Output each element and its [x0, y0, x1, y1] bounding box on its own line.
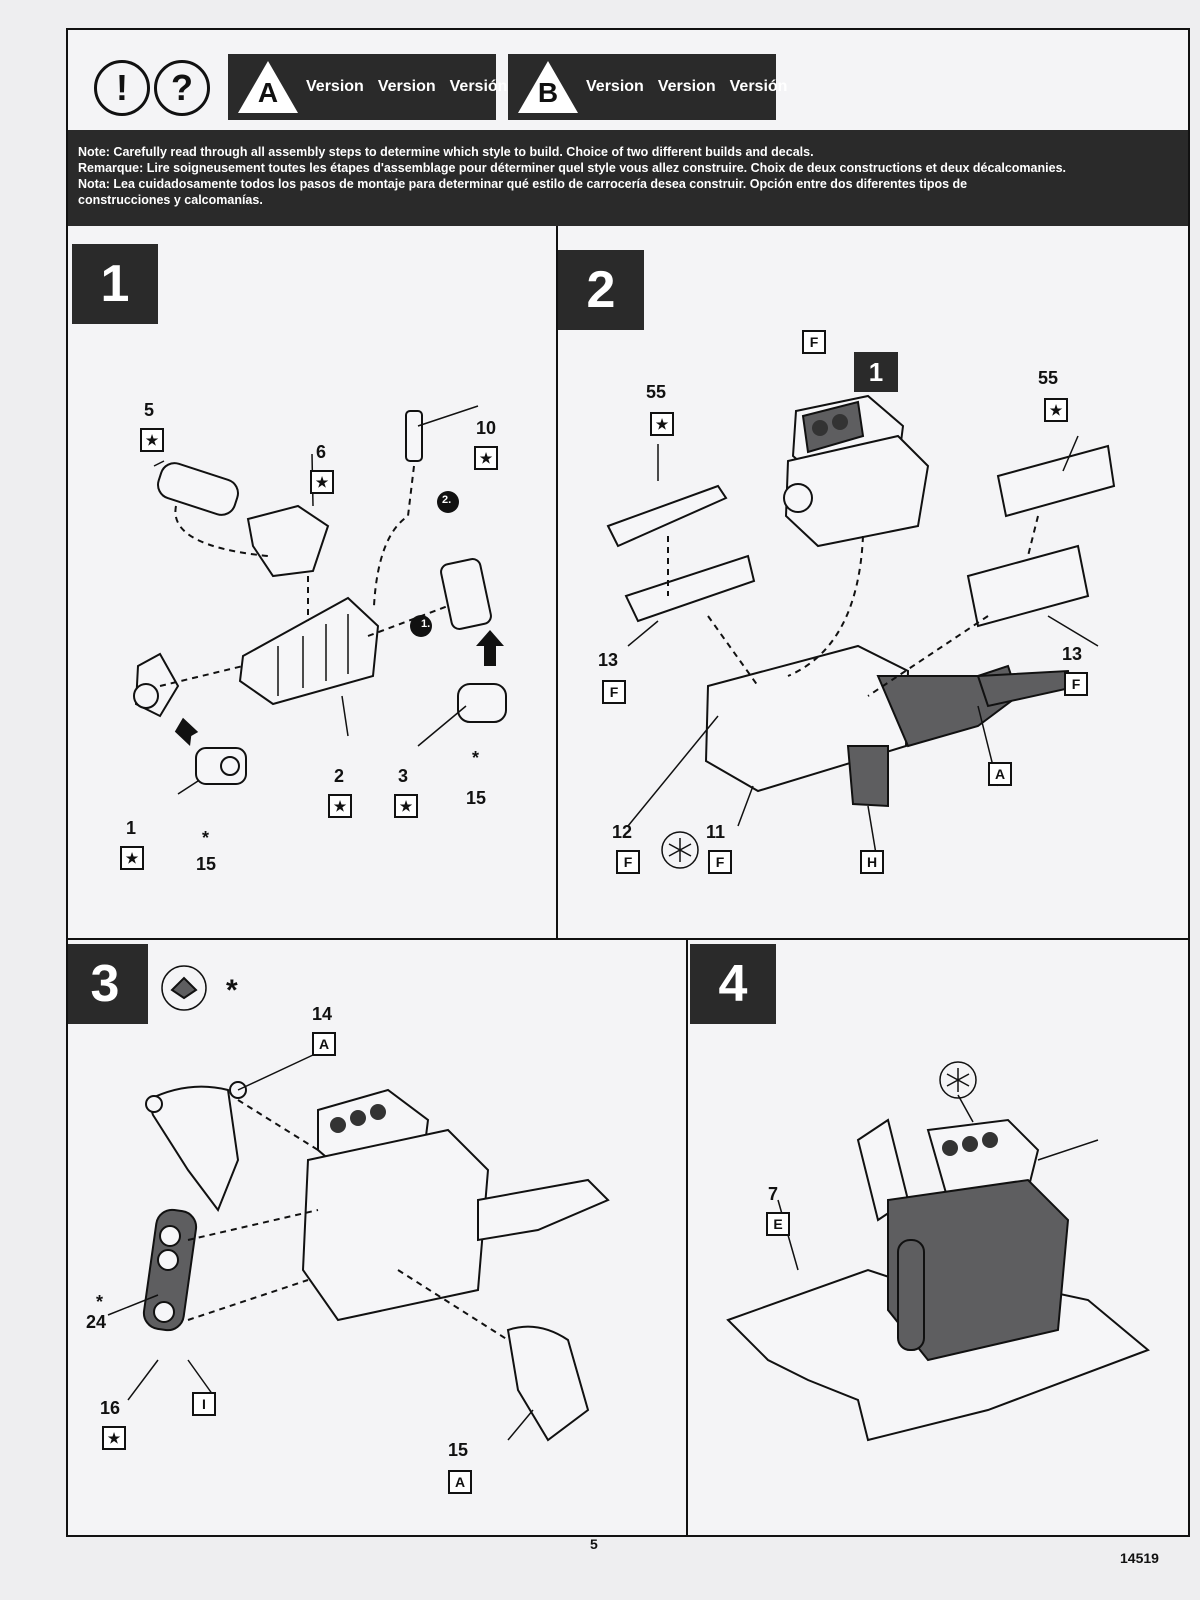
part-15-label: 15 — [448, 1440, 469, 1460]
note-english: Note: Carefully read through all assembl… — [78, 145, 814, 159]
note-spanish-cont: construcciones y calcomanías. — [78, 193, 263, 207]
part-16-box: ★ — [102, 1426, 126, 1450]
part-13a-box: F — [602, 680, 626, 704]
kit-code: 14519 — [1120, 1550, 1159, 1566]
part-1-box: ★ — [120, 846, 144, 870]
step-number: 4 — [690, 944, 776, 1024]
part-2-label: 2 — [334, 766, 345, 786]
part-24-label: 24 — [86, 1312, 107, 1332]
part-13b-box: F — [1064, 672, 1088, 696]
part-15-box: A — [448, 1470, 472, 1494]
step-2-drawing — [606, 394, 1116, 869]
asterisk-1: * — [202, 828, 210, 848]
part-I-box: I — [192, 1392, 216, 1416]
part-7-label: 7 — [768, 1184, 779, 1204]
part-11-box: F — [708, 850, 732, 874]
note-banner: Note: Carefully read through all assembl… — [68, 130, 1188, 226]
asterisk-24: * — [96, 1292, 104, 1312]
part-13b-label: 13 — [1062, 644, 1083, 664]
part-10-label: 10 — [476, 418, 497, 438]
part-55a-label: 55 — [646, 382, 667, 402]
part-14-box: A — [312, 1032, 336, 1056]
part-7-box: E — [766, 1212, 790, 1236]
part-A-box: A — [988, 762, 1012, 786]
part-15b-label: 15 — [196, 854, 217, 874]
part-14-label: 14 — [312, 1004, 333, 1024]
part-13a-label: 13 — [598, 650, 619, 670]
part-6-label: 6 — [316, 442, 327, 462]
sub-step-badge: 1 — [854, 352, 898, 392]
step-number: 3 — [68, 944, 148, 1024]
part-6-box: ★ — [310, 470, 334, 494]
page-number: 5 — [590, 1536, 598, 1552]
part-55b-box: ★ — [1044, 398, 1068, 422]
exclamation-icon: ! — [94, 60, 150, 116]
asterisk-3: * — [472, 748, 480, 768]
warning-triangle-icon: A — [238, 61, 298, 113]
part-5-box: ★ — [140, 428, 164, 452]
part-15-label: 15 — [466, 788, 487, 808]
note-french: Remarque: Lire soigneusement toutes les … — [78, 161, 1066, 175]
part-16-label: 16 — [100, 1398, 121, 1418]
step-1-drawing — [133, 405, 507, 795]
part-10-box: ★ — [474, 446, 498, 470]
part-2-box: ★ — [328, 794, 352, 818]
asterisk-mark: * — [226, 974, 238, 1007]
step-4-drawing — [726, 1061, 1150, 1442]
part-11-label: 11 — [706, 822, 726, 842]
part-3-box: ★ — [394, 794, 418, 818]
question-icon: ? — [154, 60, 210, 116]
step-number: 2 — [558, 250, 644, 330]
header: ! ? A Version Version Versión B Version … — [68, 30, 1188, 130]
part-H-box: H — [860, 850, 884, 874]
note-spanish: Nota: Lea cuidadosamente todos los pasos… — [78, 177, 968, 191]
version-b-banner: B Version Version Versión — [508, 54, 787, 120]
step-1-panel: 1 — [68, 226, 558, 940]
part-3-label: 3 — [398, 766, 409, 786]
instruction-sheet: ! ? A Version Version Versión B Version … — [66, 28, 1190, 1537]
step-2-panel: 2 F 1 — [558, 226, 1188, 940]
part-5-label: 5 — [144, 400, 155, 420]
part-55b-label: 55 — [1038, 368, 1059, 388]
step-4-panel: 4 7 E — [688, 940, 1188, 1535]
part-F-box: F — [802, 330, 826, 354]
sub-step-2: 2. — [442, 494, 452, 506]
part-12-box: F — [616, 850, 640, 874]
step-3-drawing — [107, 965, 610, 1442]
version-a-banner: A Version Version Versión — [228, 54, 507, 120]
warning-triangle-icon: B — [518, 61, 578, 113]
part-1-label: 1 — [126, 818, 137, 838]
part-55a-box: ★ — [650, 412, 674, 436]
sub-step-1: 1. — [421, 618, 431, 630]
step-3-panel: 3 * 14 A * — [68, 940, 688, 1535]
part-12-label: 12 — [612, 822, 633, 842]
step-number: 1 — [72, 244, 158, 324]
